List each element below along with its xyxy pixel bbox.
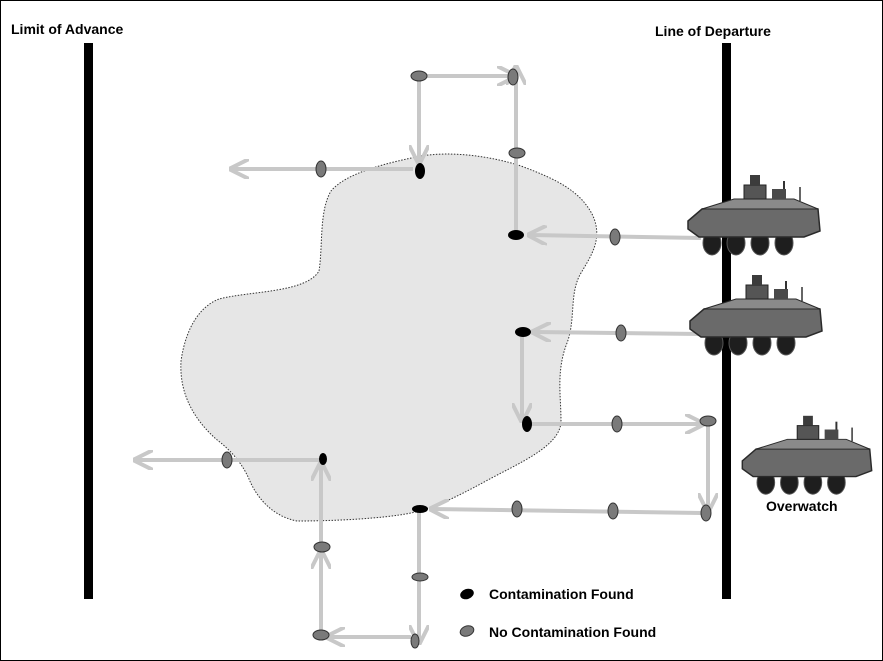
limit-of-advance-label: Limit of Advance [11, 21, 124, 37]
no-contamination-marker [700, 504, 712, 522]
no-contamination-marker [511, 500, 523, 518]
contamination-marker [415, 163, 425, 179]
contamination-markers [319, 163, 532, 513]
no-contamination-marker [221, 451, 233, 469]
line-of-departure-label: Line of Departure [655, 23, 771, 39]
legend-contamination-marker [460, 588, 474, 600]
legend-contamination-found: Contamination Found [489, 586, 634, 602]
no-contamination-marker [611, 415, 623, 433]
no-contamination-marker [410, 633, 420, 649]
no-contamination-marker [615, 324, 627, 342]
contamination-marker [508, 230, 524, 240]
no-contamination-marker [411, 572, 429, 582]
legend-no-contamination-found: No Contamination Found [489, 624, 657, 640]
no-contamination-marker [699, 415, 717, 427]
no-contamination-marker [410, 70, 428, 82]
contaminated-area [180, 153, 598, 522]
no-contamination-marker [507, 68, 519, 86]
no-contamination-marker [312, 629, 330, 641]
contamination-marker [515, 327, 531, 337]
route-arrow [433, 509, 702, 513]
recon-vehicle-1-icon [687, 174, 821, 256]
contamination-marker [412, 505, 428, 513]
limit-of-advance-line [84, 43, 93, 599]
contamination-marker [522, 416, 532, 432]
no-contamination-marker [609, 228, 621, 246]
no-contamination-markers [221, 68, 717, 649]
overwatch-vehicle-icon [741, 414, 873, 496]
no-contamination-marker [315, 160, 327, 178]
contamination-marker [319, 453, 327, 465]
overwatch-label: Overwatch [766, 498, 838, 514]
recon-vehicle-2-icon [689, 274, 823, 356]
no-contamination-marker [607, 502, 619, 520]
legend-no-contamination-marker [459, 625, 475, 637]
route-arrows [137, 69, 708, 641]
no-contamination-marker [313, 541, 331, 553]
no-contamination-marker [508, 147, 526, 159]
